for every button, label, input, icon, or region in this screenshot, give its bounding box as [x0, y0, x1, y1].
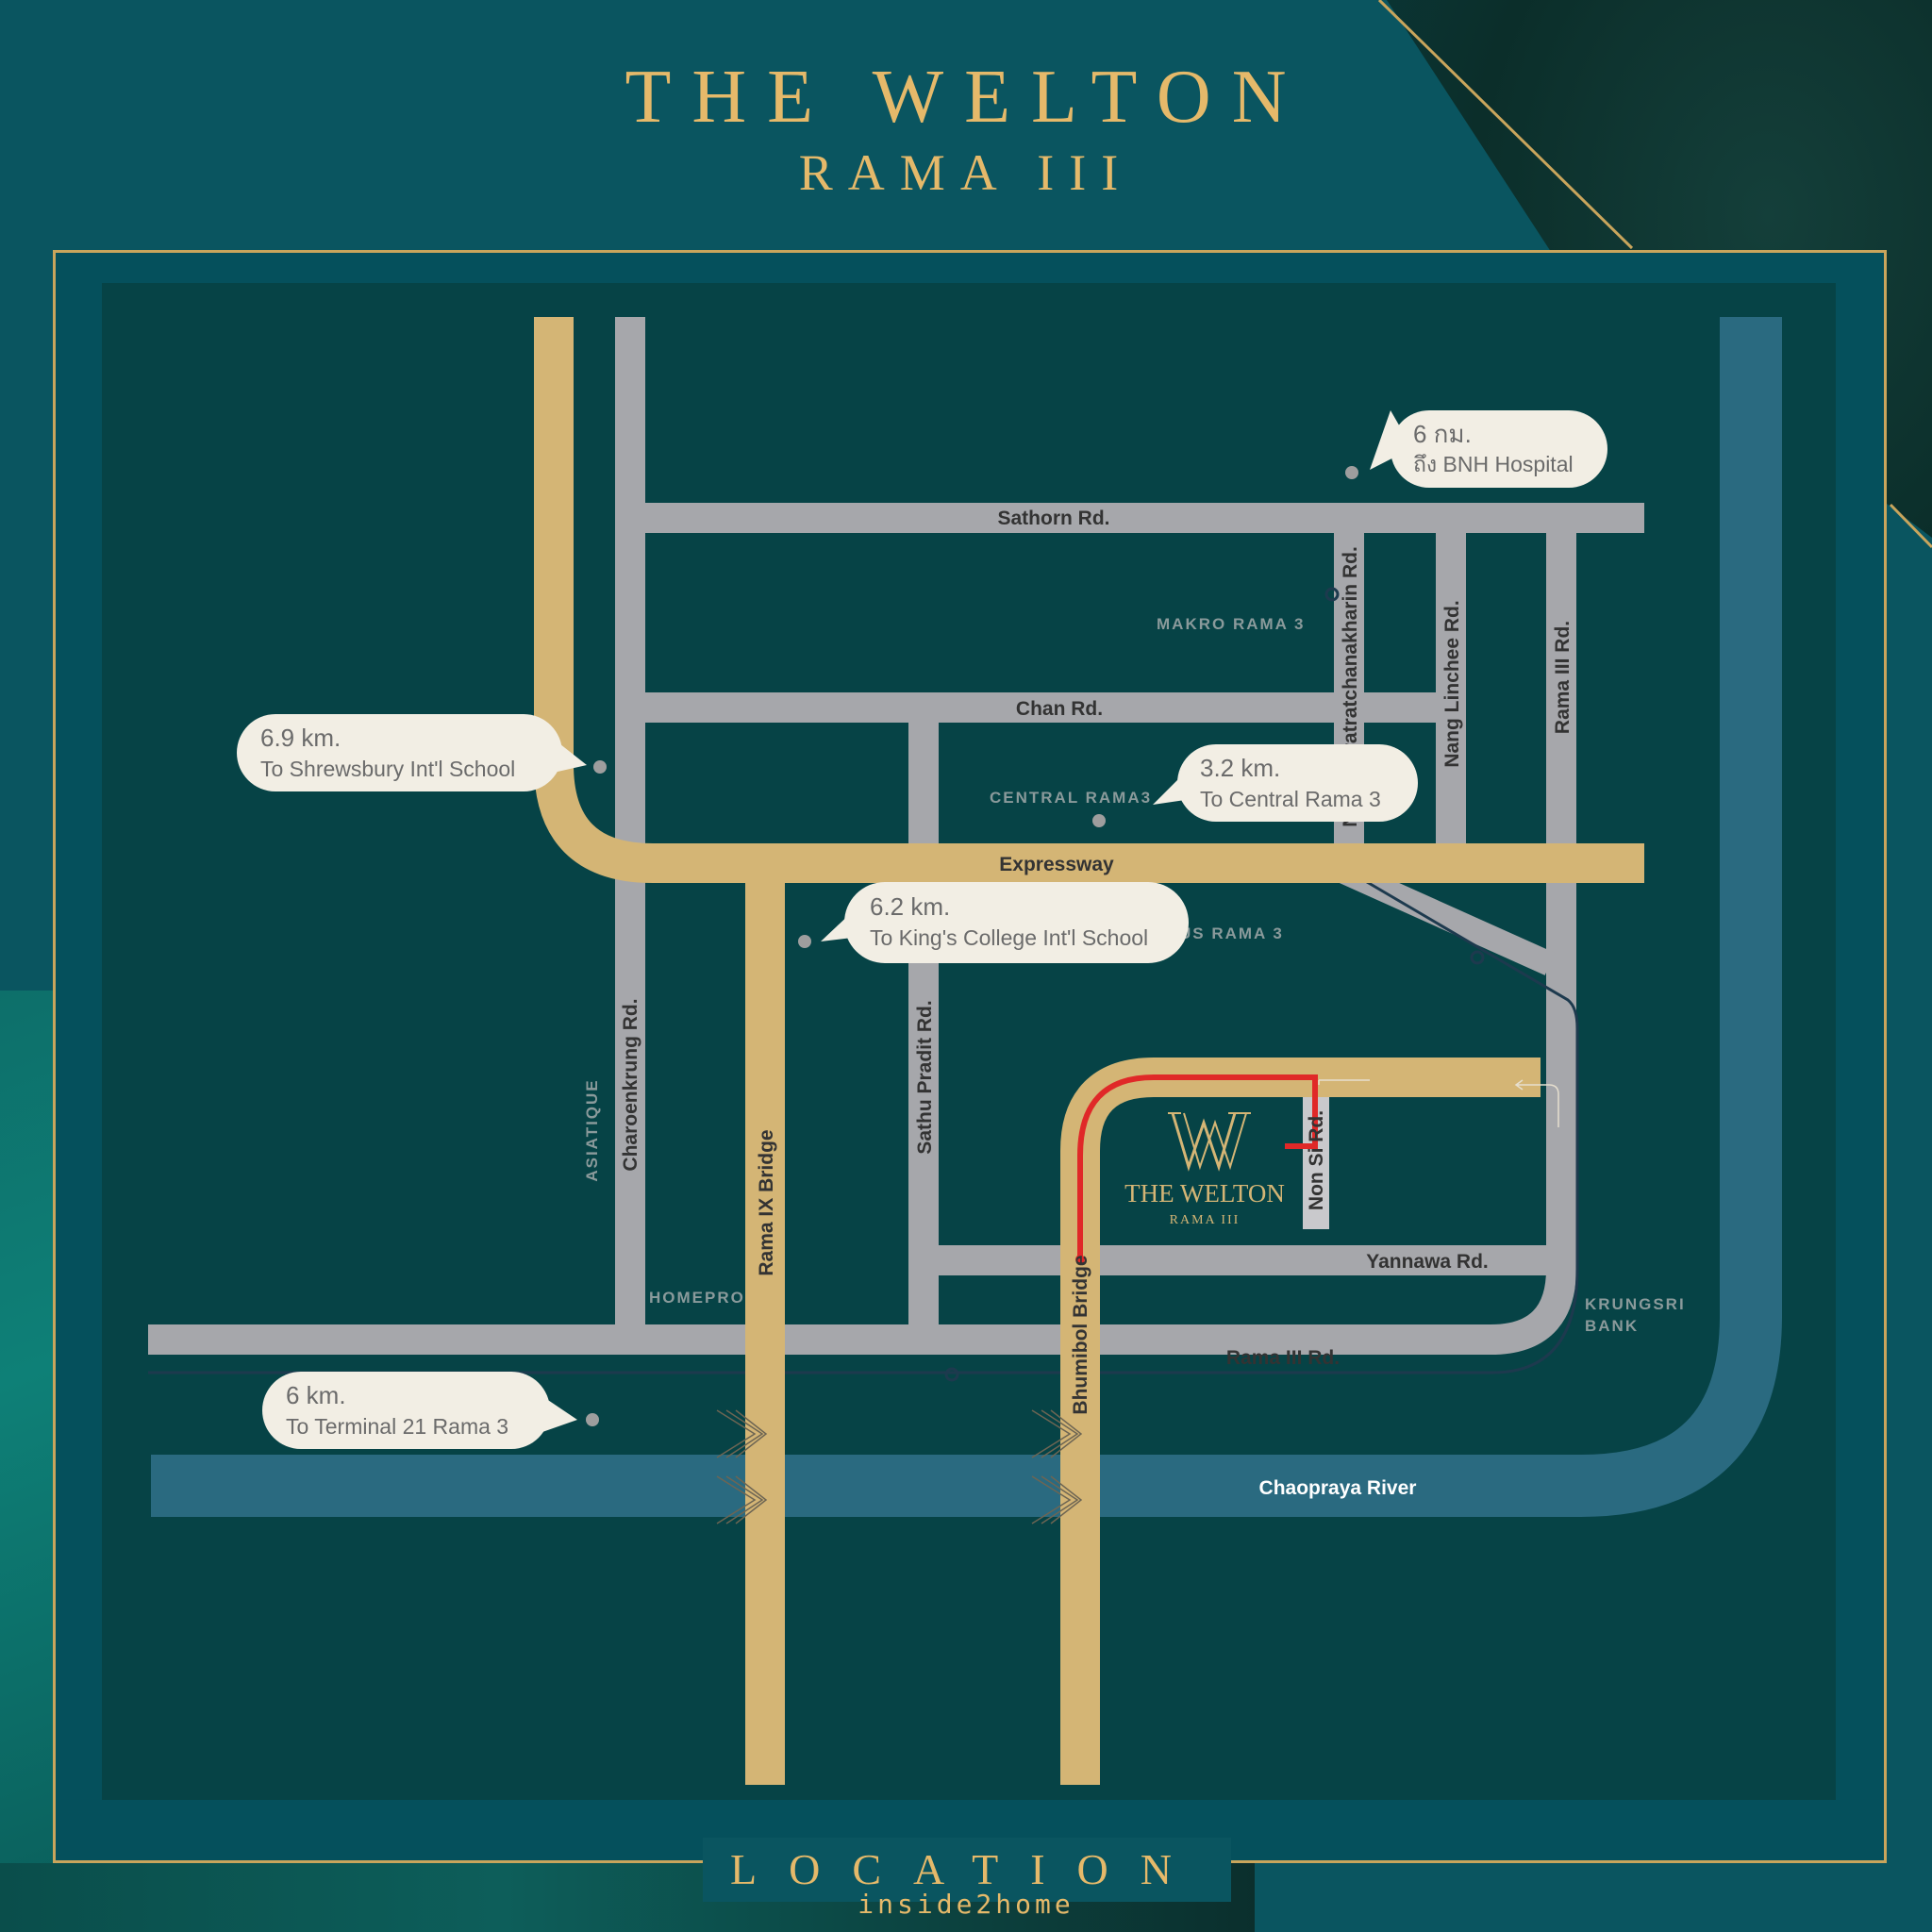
label-bhumibol-bridge: Bhumibol Bridge: [1070, 1255, 1091, 1414]
credit-text: inside2home: [858, 1889, 1074, 1920]
label-sathorn-rd: Sathorn Rd.: [998, 508, 1110, 529]
label-homepro: HOMEPRO: [649, 1289, 745, 1307]
label-rama3-rd-vertical: Rama III Rd.: [1552, 621, 1574, 734]
section-label-location: LOCATION: [703, 1838, 1231, 1902]
page-title: THE WELTON: [625, 56, 1307, 139]
page-subtitle: RAMA III: [798, 144, 1134, 201]
label-rama9-bridge: Rama IX Bridge: [756, 1129, 777, 1275]
callout-distance: 6 กม.: [1413, 420, 1472, 448]
route-start-marker: [1075, 1255, 1085, 1264]
callout-distance: 3.2 km.: [1200, 754, 1280, 782]
direction-arrow: [1318, 1079, 1370, 1085]
label-charoenkrung-rd: Charoenkrung Rd.: [620, 998, 641, 1171]
label-yannawa-rd: Yannawa Rd.: [1366, 1251, 1489, 1273]
callout-kings-college: 6.2 km. To King's College Int'l School: [821, 882, 1189, 963]
label-non-si-rd: Non Si Rd.: [1306, 1110, 1327, 1210]
road-rama3: [148, 533, 1576, 1355]
callout-destination: To Terminal 21 Rama 3: [286, 1414, 508, 1439]
label-chaopraya-river: Chaopraya River: [1259, 1477, 1417, 1499]
callout-destination: To Central Rama 3: [1200, 787, 1381, 811]
callout-destination: ถึง BNH Hospital: [1413, 452, 1574, 476]
label-rama3-rd-horizontal: Rama III Rd.: [1226, 1347, 1340, 1369]
welton-w-icon: [1171, 1112, 1237, 1172]
project-name: THE WELTON: [1124, 1179, 1285, 1208]
rail-line: [148, 852, 1579, 1374]
grey-roads: [148, 317, 1644, 1355]
label-krungsri-line2: BANK: [1585, 1317, 1639, 1335]
callout-bnh-hospital: 6 กม. ถึง BNH Hospital: [1370, 410, 1607, 488]
route-line: [1077, 1074, 1318, 1257]
callout-distance: 6.9 km.: [260, 724, 341, 752]
poi-dots: [586, 466, 1358, 1426]
label-chan-rd: Chan Rd.: [1016, 698, 1103, 720]
welton-w-icon: [1183, 1112, 1247, 1171]
callout-terminal21: 6 km. To Terminal 21 Rama 3: [262, 1372, 577, 1449]
project-area: RAMA III: [1170, 1213, 1241, 1227]
label-nang-linchee-rd: Nang Linchee Rd.: [1441, 600, 1463, 767]
callout-destination: To Shrewsbury Int'l School: [260, 757, 515, 781]
project-logo: THE WELTON RAMA III: [1124, 1112, 1285, 1227]
label-asiatique: ASIATIQUE: [583, 1078, 601, 1181]
callout-destination: To King's College Int'l School: [870, 925, 1148, 950]
callout-distance: 6.2 km.: [870, 892, 950, 921]
callout-distance: 6 km.: [286, 1381, 346, 1409]
station-markers: [944, 587, 1485, 1382]
label-sathu-pradit-rd: Sathu Pradit Rd.: [914, 1000, 936, 1154]
label-krungsri-line1: KRUNGSRI: [1585, 1295, 1686, 1313]
expressway-roads: [534, 317, 1644, 1785]
label-expressway: Expressway: [999, 854, 1114, 875]
callout-central-rama3: 3.2 km. To Central Rama 3: [1153, 744, 1418, 822]
callout-shrewsbury: 6.9 km. To Shrewsbury Int'l School: [237, 714, 587, 791]
bridge-truss: [716, 1409, 1083, 1524]
road-expressway: [534, 317, 1644, 883]
river: [151, 317, 1782, 1517]
direction-arrow: [1514, 1079, 1559, 1127]
gold-accent-line: [1889, 503, 1932, 549]
label-makro: MAKRO RAMA 3: [1157, 615, 1305, 633]
gold-accent-line: [1377, 0, 1634, 250]
label-central: CENTRAL RAMA3: [990, 789, 1152, 807]
